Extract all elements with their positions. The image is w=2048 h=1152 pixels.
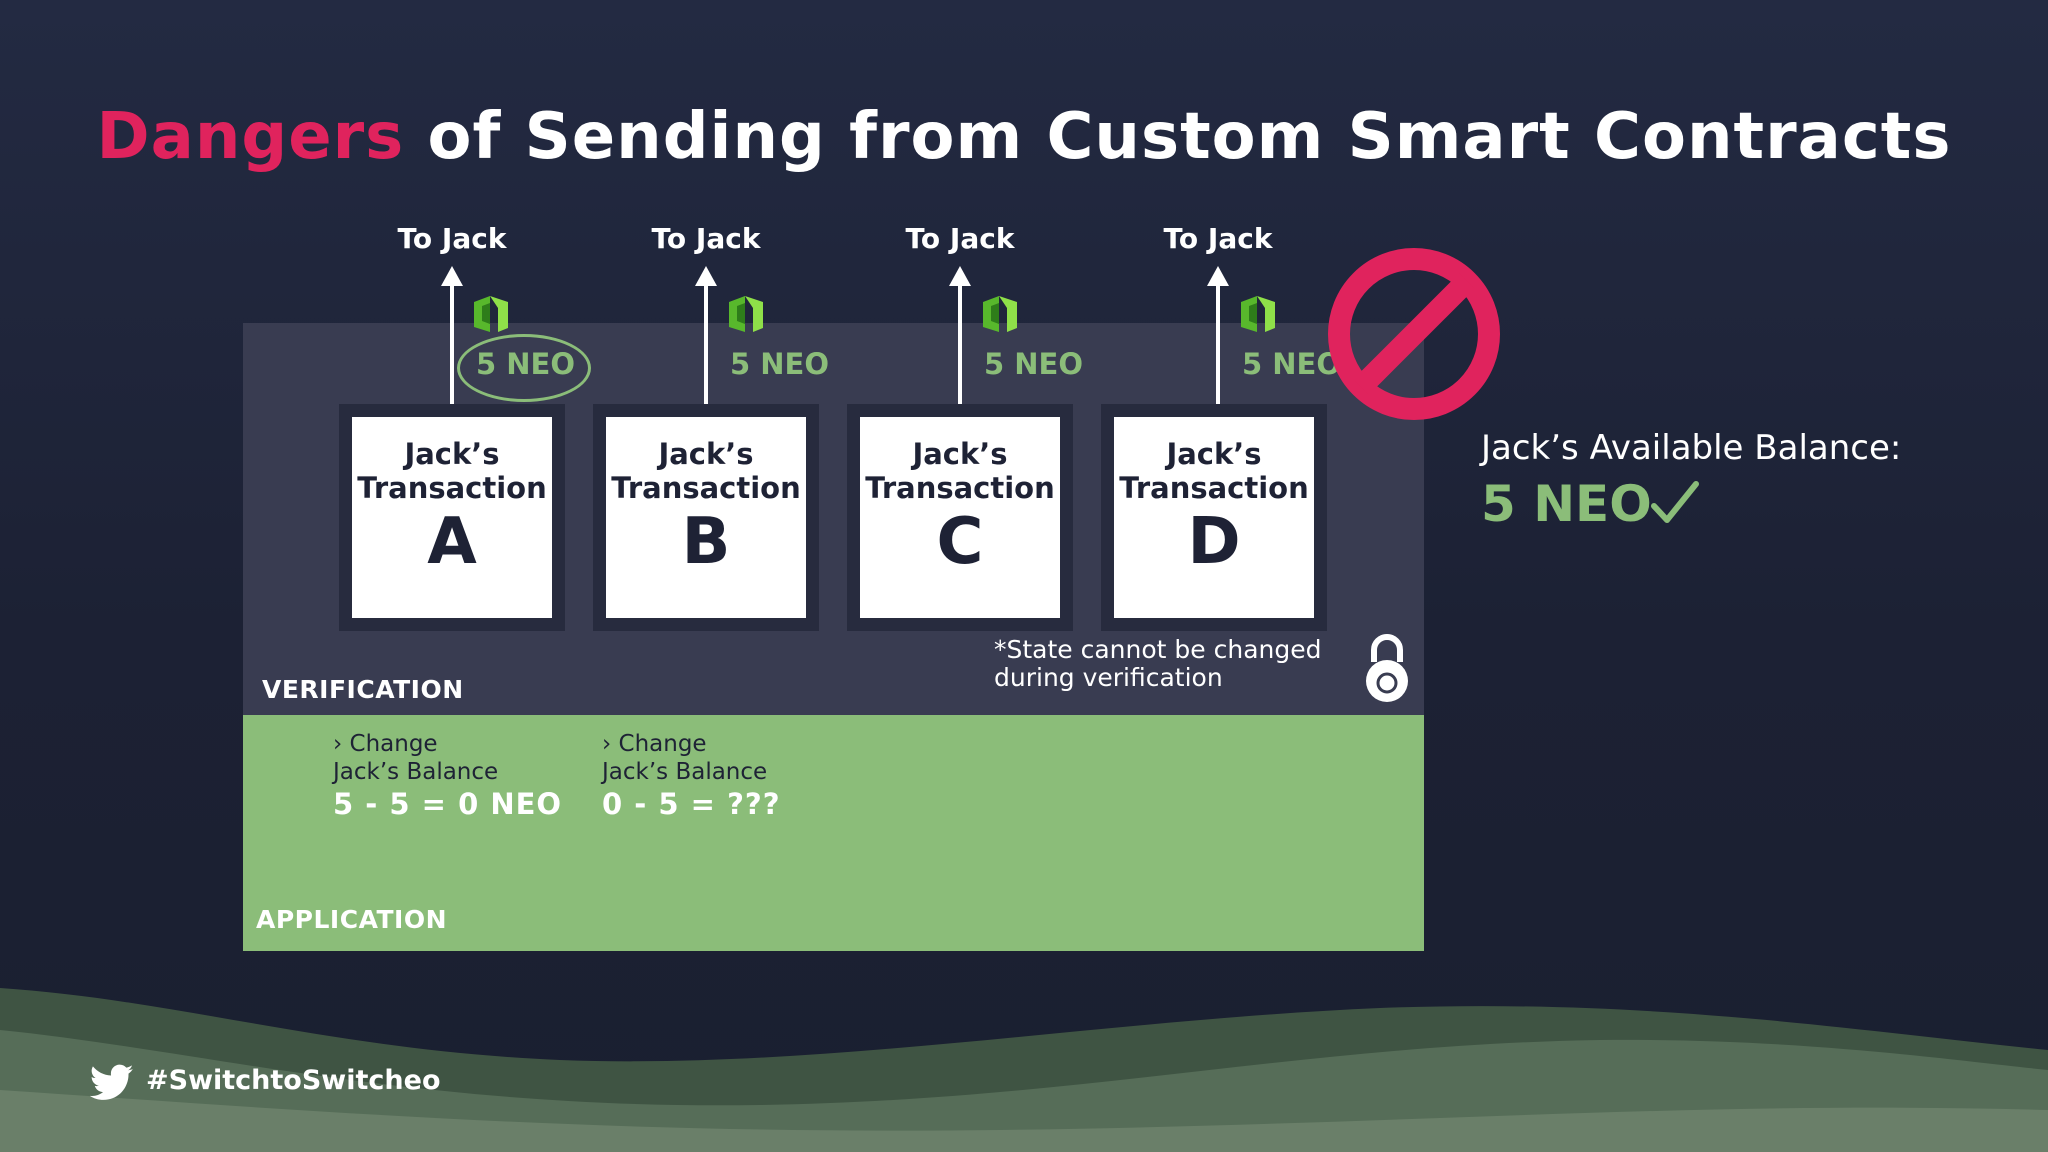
neo-logo-icon [1241,296,1275,332]
neo-amount-c: 5 NEO [984,347,1084,381]
transaction-letter: A [427,505,477,579]
application-step-2: › Change Jack’s Balance 0 - 5 = ??? [602,730,781,821]
transaction-owner: Jack’s [1166,437,1262,471]
title-highlight: Dangers [96,100,405,174]
transaction-owner: Jack’s [404,437,500,471]
twitter-icon [90,1064,134,1100]
transaction-word: Transaction [1119,471,1309,505]
transaction-b: Jack’s Transaction B [593,404,819,631]
balance-label: Jack’s Available Balance: [1481,428,1902,468]
arrow-up-icon [1207,266,1229,286]
hashtag-text: #SwitchtoSwitcheo [146,1065,441,1096]
transaction-letter: D [1187,505,1241,579]
transaction-owner: Jack’s [658,437,754,471]
step-calculation: 5 - 5 = 0 NEO [333,787,563,821]
transaction-a: Jack’s Transaction A [339,404,565,631]
transaction-word: Transaction [865,471,1055,505]
transaction-d: Jack’s Transaction D [1101,404,1327,631]
neo-amount-a: 5 NEO [476,347,576,381]
transaction-card: Jack’s Transaction A [352,417,552,618]
verification-note: *State cannot be changed during verifica… [994,636,1322,692]
arrow-line-d [1216,284,1220,404]
transaction-card: Jack’s Transaction C [860,417,1060,618]
arrow-line-a [450,284,454,404]
transaction-letter: C [936,505,984,579]
neo-logo-icon [474,296,508,332]
forbidden-icon [1328,248,1500,420]
step-action: › Change [333,731,438,757]
to-jack-label-c: To Jack [905,222,1015,255]
step-target: Jack’s Balance [602,759,768,785]
transaction-c: Jack’s Transaction C [847,404,1073,631]
note-line-1: *State cannot be changed [994,635,1322,664]
note-line-2: during verification [994,663,1223,692]
verification-label: VERIFICATION [262,675,464,704]
step-target: Jack’s Balance [333,759,499,785]
step-calculation: 0 - 5 = ??? [602,787,781,821]
application-label: APPLICATION [256,905,448,934]
transaction-word: Transaction [611,471,801,505]
step-action: › Change [602,731,707,757]
lock-icon [1366,634,1408,702]
neo-amount-d: 5 NEO [1242,347,1342,381]
transaction-word: Transaction [357,471,547,505]
title-rest: of Sending from Custom Smart Contracts [427,100,1952,174]
neo-logo-icon [983,296,1017,332]
arrow-up-icon [949,266,971,286]
application-panel [243,715,1424,951]
hills-background [0,988,2048,1152]
neo-amount-b: 5 NEO [730,347,830,381]
application-step-1: › Change Jack’s Balance 5 - 5 = 0 NEO [333,730,563,821]
check-icon [1651,481,1699,523]
transaction-card: Jack’s Transaction B [606,417,806,618]
transaction-card: Jack’s Transaction D [1114,417,1314,618]
to-jack-label-a: To Jack [397,222,507,255]
arrow-line-c [958,284,962,404]
balance-value: 5 NEO [1481,475,1652,533]
neo-logo-icon [729,296,763,332]
arrow-up-icon [695,266,717,286]
transaction-letter: B [681,505,731,579]
to-jack-label-b: To Jack [651,222,761,255]
arrow-line-b [704,284,708,404]
arrow-up-icon [441,266,463,286]
transaction-owner: Jack’s [912,437,1008,471]
highlight-oval [457,334,591,402]
to-jack-label-d: To Jack [1163,222,1273,255]
slide-title: Dangers of Sending from Custom Smart Con… [0,100,2048,174]
